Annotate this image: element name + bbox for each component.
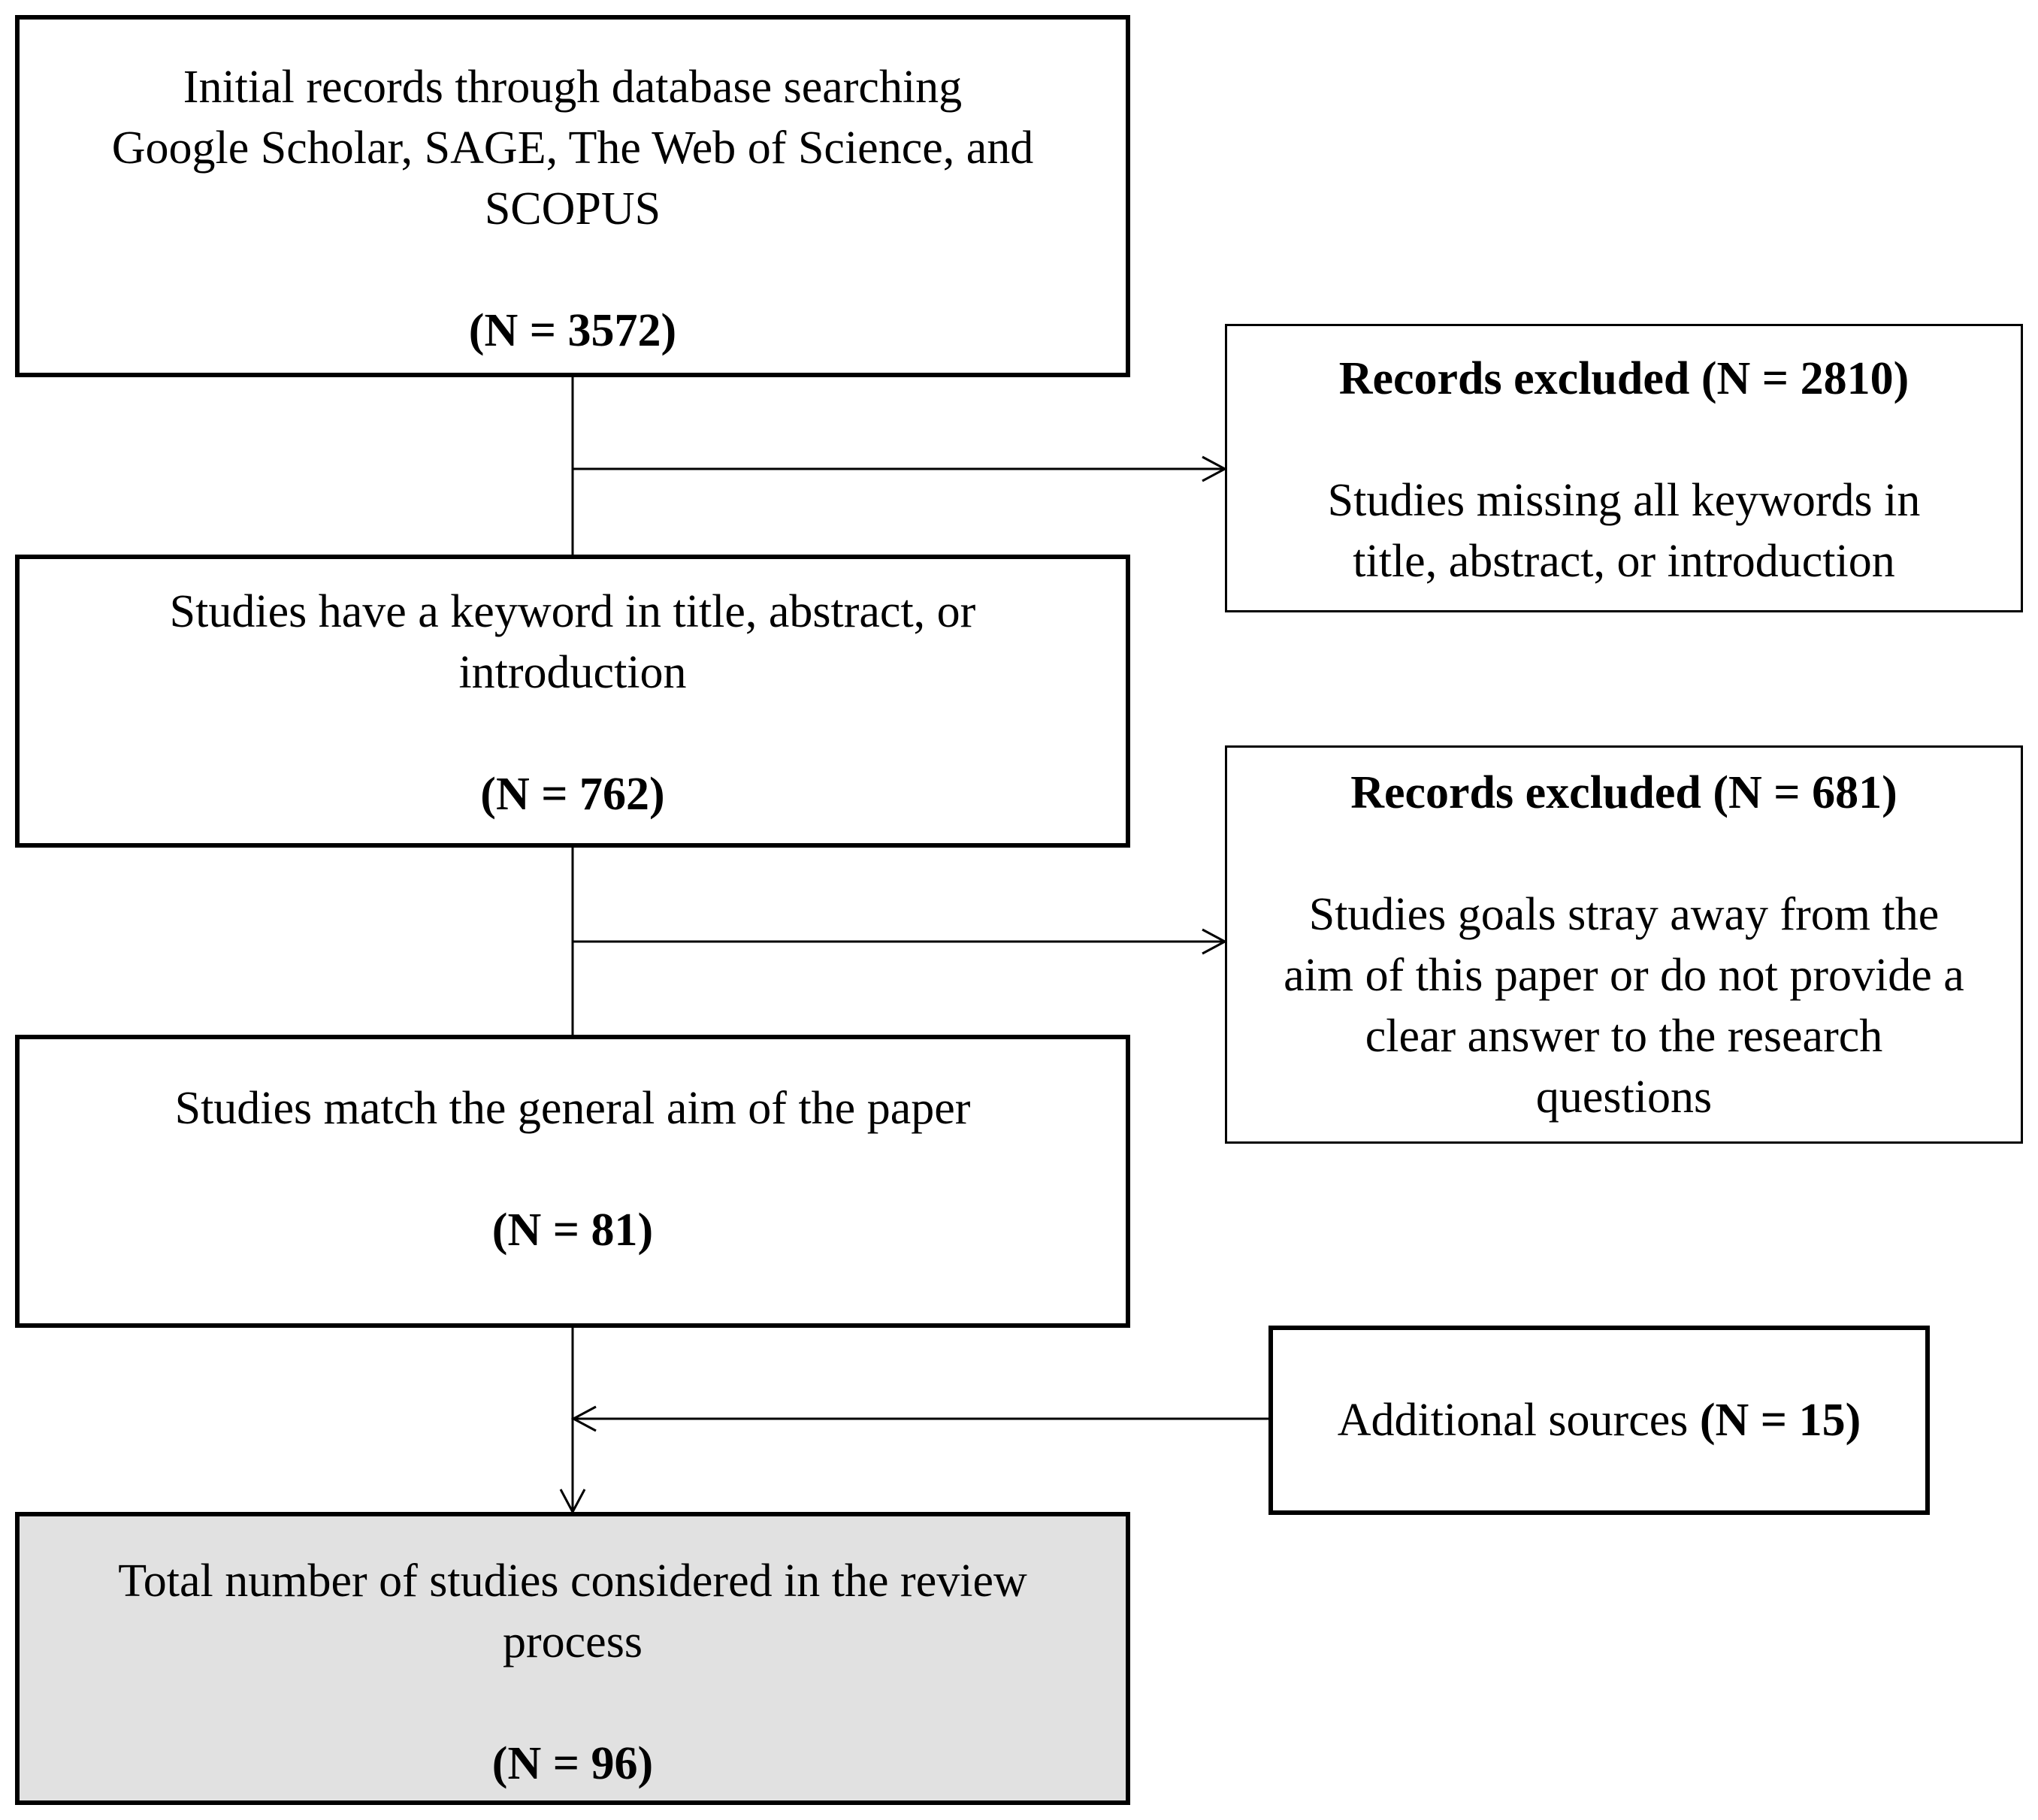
keyword-studies-line-1: Studies have a keyword in title, abstrac… — [169, 586, 976, 637]
additional-sources-count: (N = 15) — [1699, 1394, 1861, 1446]
initial-records-line-2: Google Scholar, SAGE, The Web of Science… — [111, 122, 1034, 174]
total-studies-line-2: process — [503, 1616, 643, 1667]
total-studies-line-1: Total number of studies considered in th… — [118, 1555, 1027, 1607]
records-excluded-1-heading: Records excluded (N = 2810) — [1338, 353, 1909, 404]
total-studies-count: (N = 96) — [491, 1738, 654, 1789]
aim-match-count: (N = 81) — [491, 1205, 654, 1256]
keyword-studies-box: Studies have a keyword in title, abstrac… — [15, 555, 1130, 848]
additional-sources-text: Additional sources — [1337, 1394, 1689, 1446]
arrowhead-additional — [570, 1405, 597, 1432]
records-excluded-2-line-4: questions — [1535, 1072, 1713, 1123]
initial-records-line-3: SCOPUS — [484, 183, 661, 234]
initial-records-box: Initial records through database searchi… — [15, 15, 1130, 377]
additional-sources-label: Additional sources (N = 15) — [1338, 1390, 1861, 1451]
records-excluded-1-line-1: Studies missing all keywords in — [1327, 475, 1921, 526]
total-studies-box: Total number of studies considered in th… — [15, 1512, 1130, 1805]
records-excluded-box-1: Records excluded (N = 2810) Studies miss… — [1225, 324, 2023, 612]
keyword-studies-count: (N = 762) — [480, 769, 665, 820]
records-excluded-2-line-2: aim of this paper or do not provide a — [1284, 950, 1964, 1001]
aim-match-box: Studies match the general aim of the pap… — [15, 1035, 1130, 1328]
records-excluded-2-line-3: clear answer to the research — [1365, 1011, 1883, 1062]
aim-match-line-1: Studies match the general aim of the pap… — [174, 1083, 971, 1134]
keyword-studies-line-2: introduction — [458, 647, 687, 698]
records-excluded-1-line-2: title, abstract, or introduction — [1353, 536, 1895, 587]
additional-sources-box: Additional sources (N = 15) — [1268, 1326, 1930, 1515]
initial-records-count: (N = 3572) — [468, 305, 677, 356]
initial-records-line-1: Initial records through database searchi… — [183, 62, 963, 113]
records-excluded-2-heading: Records excluded (N = 681) — [1350, 767, 1897, 818]
records-excluded-box-2: Records excluded (N = 681) Studies goals… — [1225, 745, 2023, 1144]
records-excluded-2-line-1: Studies goals stray away from the — [1308, 889, 1940, 940]
